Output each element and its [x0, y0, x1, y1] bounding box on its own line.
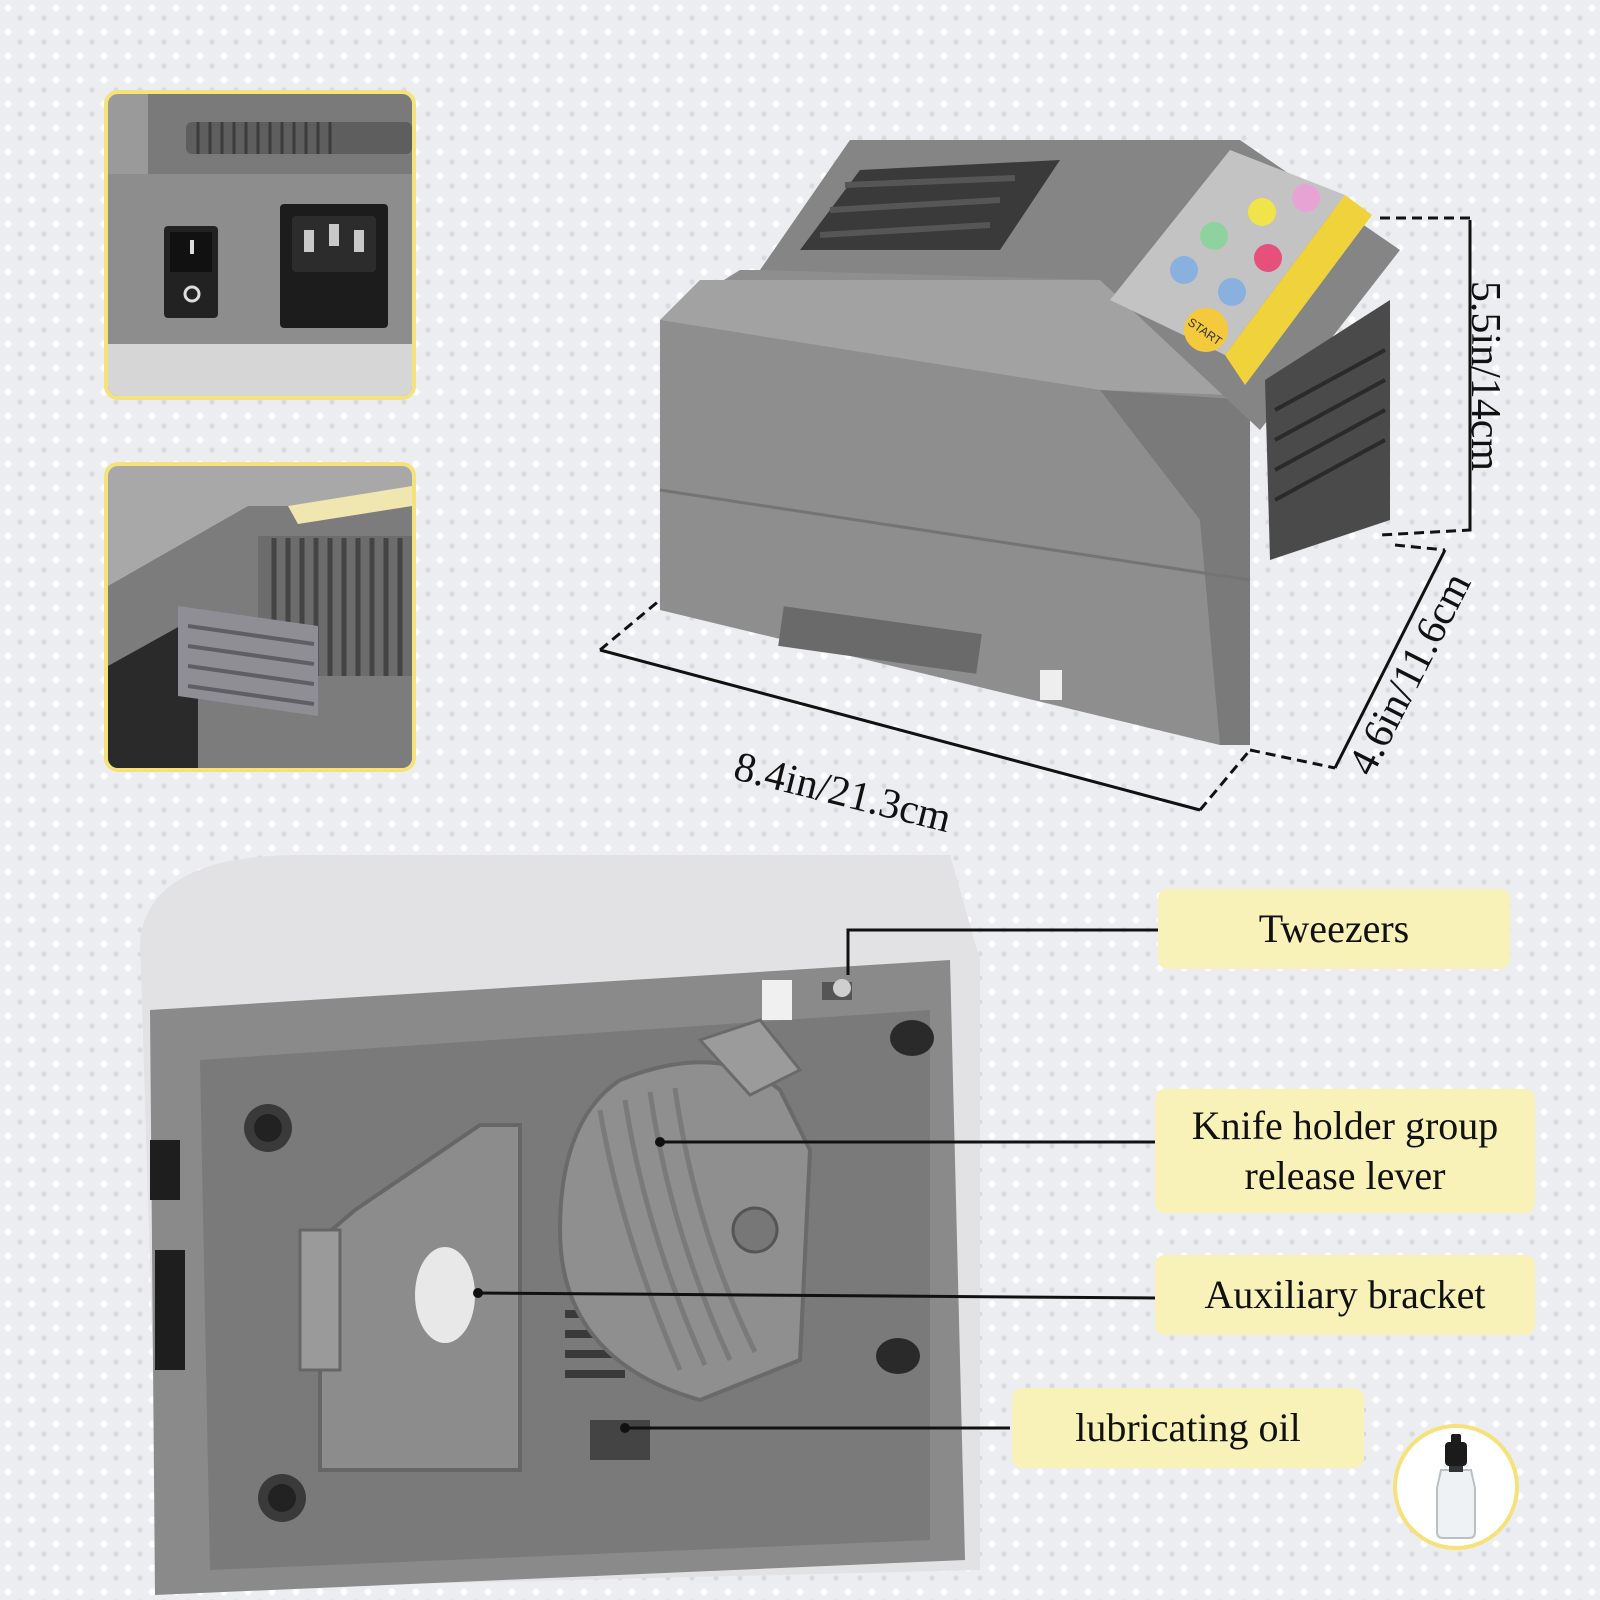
- lubricating-oil-text: lubricating oil: [1075, 1405, 1301, 1450]
- knife-holder-text-line2: release lever: [1244, 1153, 1446, 1198]
- tweezers-label: Tweezers: [1158, 889, 1510, 969]
- power-switch-illustration: [108, 94, 412, 396]
- roller-detail-inset: [104, 462, 416, 772]
- auxiliary-bracket-text: Auxiliary bracket: [1204, 1272, 1486, 1317]
- oil-bottle-thumbnail: [1393, 1424, 1519, 1550]
- knife-holder-text-line1: Knife holder group: [1191, 1103, 1499, 1148]
- tweezers-text: Tweezers: [1258, 906, 1410, 951]
- roller-illustration: [108, 466, 412, 768]
- power-switch-inset: [104, 90, 416, 400]
- knife-holder-label: Knife holder group release lever: [1155, 1089, 1535, 1213]
- tape-dispenser-bottom-view: [140, 855, 1160, 1595]
- lubricating-oil-label: lubricating oil: [1012, 1388, 1364, 1468]
- tape-dispenser-top-view: START: [599, 140, 1472, 812]
- oil-bottle-icon: [1436, 1434, 1476, 1539]
- auxiliary-bracket-label: Auxiliary bracket: [1155, 1255, 1535, 1335]
- height-dimension-label: 5.5in/14cm: [1462, 280, 1509, 472]
